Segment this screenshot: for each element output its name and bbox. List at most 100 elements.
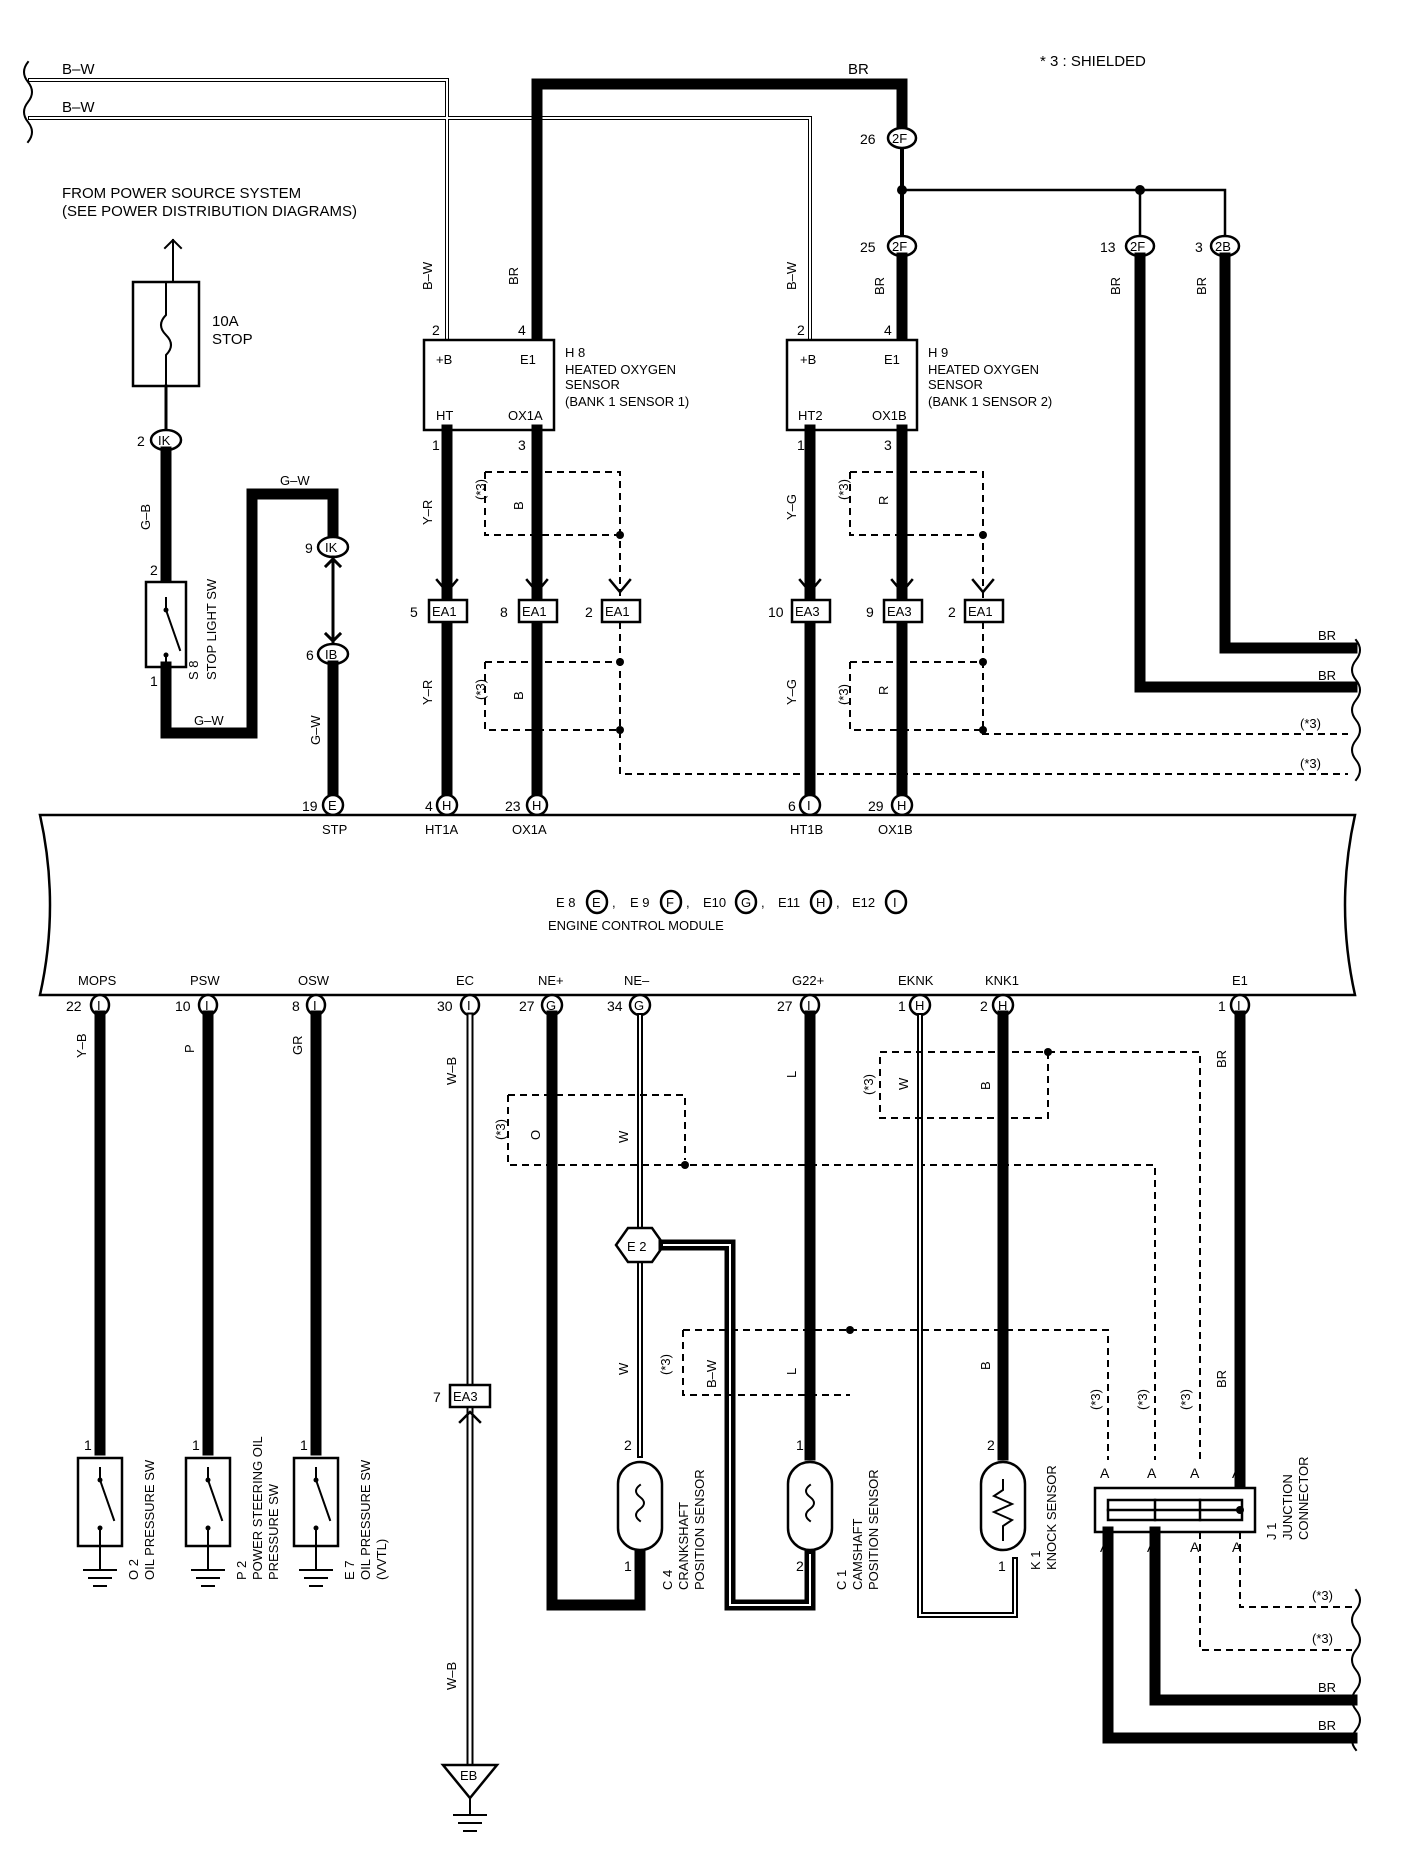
connector-2f-26: 2F 26 [860, 126, 918, 150]
svg-text:H: H [442, 798, 451, 813]
svg-text:IB: IB [325, 647, 337, 662]
svg-text:EA3: EA3 [453, 1389, 478, 1404]
svg-text:E 9: E 9 [630, 895, 650, 910]
svg-text:+B: +B [800, 352, 816, 367]
svg-text:3: 3 [1195, 239, 1203, 255]
svg-text:F: F [666, 895, 674, 910]
h8-id: H 8 [565, 345, 585, 360]
wire-color-r: R [876, 686, 891, 695]
svg-text:IK: IK [158, 433, 171, 448]
shielded-mark: (*3) [1300, 756, 1321, 771]
svg-text:H: H [816, 895, 825, 910]
ecm-bottom-pins: I22 I10 I8 I30 G27 G34 I27 H1 H2 I1 [66, 993, 1251, 1017]
ecm-term-ht1a: HT1A [425, 822, 459, 837]
svg-text:2: 2 [585, 604, 593, 620]
shielded-mark: (*3) [1088, 1389, 1103, 1410]
wire-color-bw: B–W [420, 261, 435, 290]
svg-text:I: I [205, 998, 209, 1013]
ik-ib-link [323, 555, 343, 645]
connector-2b-3: 2B 3 [1195, 234, 1241, 258]
shield-knock [879, 1051, 1201, 1460]
wire-color-yg: Y–G [784, 494, 799, 520]
svg-text:34: 34 [607, 998, 623, 1014]
br-wire-right-2 [1219, 252, 1358, 654]
svg-text:OX1B: OX1B [872, 408, 907, 423]
h9-name: HEATED OXYGEN [928, 362, 1039, 377]
c4-name: CRANKSHAFT [676, 1502, 691, 1590]
pin: 1 [432, 437, 440, 453]
pin: 1 [150, 673, 158, 689]
svg-text:8: 8 [500, 604, 508, 620]
ecm-pin-stp: E 19 [302, 793, 345, 817]
svg-text:E1: E1 [520, 352, 536, 367]
c4-name: POSITION SENSOR [692, 1469, 707, 1590]
ecm-term-e1: E1 [1232, 973, 1248, 988]
svg-text:H: H [897, 798, 906, 813]
svg-text:25: 25 [860, 239, 876, 255]
shield-h9-upper [849, 471, 984, 600]
ecm-term-g22: G22+ [792, 973, 824, 988]
svg-text:2F: 2F [892, 131, 907, 146]
wire-color-br: BR [1318, 1680, 1336, 1695]
svg-text:EA1: EA1 [522, 604, 547, 619]
wire-color-yr: Y–R [420, 500, 435, 525]
break-mark-left [23, 60, 33, 144]
wire-color-b: B [978, 1361, 993, 1370]
wire-color-b: B [511, 501, 526, 510]
shielded-mark: (*3) [493, 1119, 508, 1140]
break-mark-right-bottom [1351, 1588, 1361, 1752]
svg-text:A: A [1147, 1465, 1157, 1481]
shielded-mark: (*3) [473, 479, 488, 500]
wire-color-yg: Y–G [784, 679, 799, 705]
svg-text:I: I [807, 798, 811, 813]
svg-text:EA1: EA1 [968, 604, 993, 619]
br-out-1 [1102, 1526, 1358, 1744]
svg-text:19: 19 [302, 798, 318, 814]
stop-light-switch-s8 [144, 580, 188, 669]
connector-2f-25: 2F 25 [860, 234, 918, 258]
svg-text:E1: E1 [884, 352, 900, 367]
ecm-term-ht1b: HT1B [790, 822, 823, 837]
svg-text:,: , [612, 895, 616, 910]
j1-name: CONNECTOR [1296, 1456, 1311, 1540]
pin: 1 [797, 437, 805, 453]
wire-color-w: W [896, 1077, 911, 1090]
h8-name: HEATED OXYGEN [565, 362, 676, 377]
shielded-mark: (*3) [1135, 1389, 1150, 1410]
wire-color-br: BR [1318, 628, 1336, 643]
wire-color-l: L [784, 1368, 799, 1375]
wire-color-w: W [616, 1130, 631, 1143]
ground-eb: EB [440, 1763, 500, 1832]
svg-text:G: G [634, 998, 644, 1013]
ecm-pin-ht1b: I 6 [788, 793, 822, 817]
pin: 3 [518, 437, 526, 453]
svg-text:I: I [1237, 998, 1241, 1013]
knock-sensor-k1: 2 1 [979, 1437, 1027, 1574]
k1-name: KNOCK SENSOR [1044, 1465, 1059, 1570]
svg-text:5: 5 [410, 604, 418, 620]
wire-color-br: BR [872, 277, 887, 295]
svg-text:E: E [592, 895, 601, 910]
o2-id: O 2 [126, 1559, 141, 1580]
power-steering-pressure-switch-p2: 1 [184, 1437, 232, 1587]
wire-color-br: BR [506, 267, 521, 285]
ecm-term-ne-minus: NE– [624, 973, 650, 988]
pin: 2 [797, 322, 805, 338]
ecm-term-ox1b: OX1B [878, 822, 913, 837]
svg-text:A: A [1100, 1465, 1110, 1481]
wire-color-b: B [978, 1081, 993, 1090]
s8-name: STOP LIGHT SW [204, 578, 219, 680]
svg-text:2: 2 [948, 604, 956, 620]
svg-text:,: , [761, 895, 765, 910]
ecm-term-eknk: EKNK [898, 973, 934, 988]
svg-text:13: 13 [1100, 239, 1116, 255]
junction-connector-j1: A A A A A A A A [1093, 1465, 1257, 1555]
svg-text:I: I [893, 895, 897, 910]
h9-name: SENSOR [928, 377, 983, 392]
ecm-pin-ox1b: H 29 [868, 793, 914, 817]
wire-color-o: O [528, 1130, 543, 1140]
svg-text:EA3: EA3 [795, 604, 820, 619]
wire-color-gb: G–B [138, 504, 153, 530]
